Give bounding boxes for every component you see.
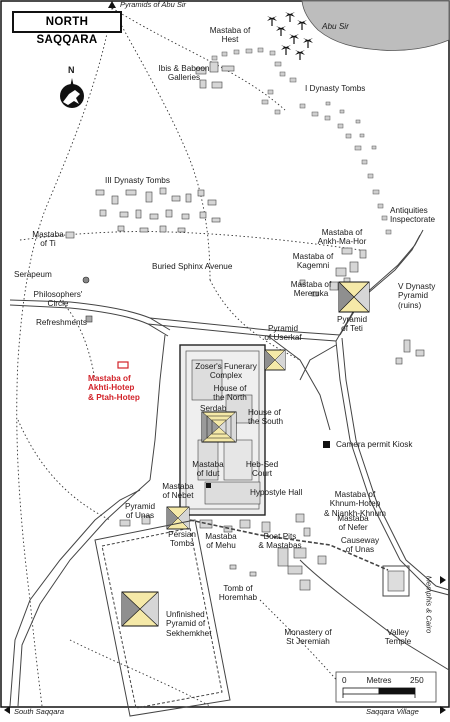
ibis-galleries-buildings: [195, 61, 235, 89]
label-persian-tombs: Persian Tombs: [168, 530, 196, 549]
philosophers-circle-marker: [82, 276, 90, 284]
label-boat-pits: Boat Pits & Mastabas: [258, 532, 302, 551]
label-iii-dynasty: III Dynasty Tombs: [105, 176, 170, 185]
label-mastaba-ti: Mastaba of Ti: [32, 230, 64, 249]
label-camera-kiosk: Camera permit Kiosk: [336, 440, 413, 449]
edge-top-label: Pyramids of Abu Sir: [120, 0, 186, 9]
label-serdab: Serdab: [200, 404, 227, 413]
roads: [9, 229, 450, 707]
label-mereruka: Mastaba of Mereruka: [290, 280, 332, 299]
label-khnum-hotep: Mastaba of Khnum-Hotep & Niankh-Khnum: [324, 490, 386, 518]
sekhemkhet-enclosure: [94, 519, 231, 717]
label-serapeum: Serapeum: [14, 270, 52, 279]
label-horemhab: Tomb of Horemhab: [218, 584, 258, 603]
scale-start: 0: [342, 676, 347, 685]
label-idut: Mastaba of Idut: [192, 460, 224, 479]
label-valley-temple: Valley Temple: [384, 628, 412, 647]
label-userkaf: Pyramid of Userkaf: [264, 324, 302, 343]
label-causeway: Causeway of Unas: [340, 536, 380, 555]
label-sphinx-avenue: Buried Sphinx Avenue: [152, 262, 233, 271]
village-arrow-icon: [440, 706, 446, 714]
label-kagemni: Mastaba of Kagemni: [292, 252, 334, 271]
label-sekhemkhet: Unfinished Pyramid of Sekhemkhet: [166, 610, 212, 638]
label-house-south: House of the South: [248, 408, 284, 427]
abu-sir-lake: [301, 0, 450, 51]
label-refreshments: Refreshments: [36, 318, 87, 327]
i-dynasty-tomb-dots: [211, 47, 392, 235]
idut-marker: [206, 483, 211, 488]
label-antiquities: Antiquities Inspectorate: [390, 206, 436, 225]
label-zoser: Zoser's Funerary Complex: [195, 362, 257, 381]
south-arrow-icon: [4, 706, 10, 714]
label-i-dynasty: I Dynasty Tombs: [305, 84, 366, 93]
pyramid-icons: [121, 281, 370, 627]
map-title: NORTH SAQQARA: [12, 11, 122, 46]
memphis-arrow-icon: [440, 576, 446, 584]
teti-mastabas: [299, 247, 425, 365]
label-ankh-ma-hor: Mastaba of Ankh-Ma-Hor: [317, 228, 367, 247]
label-nefer: Mastaba of Nefer: [337, 514, 369, 533]
compass-rose-icon: [60, 78, 84, 108]
label-mehu: Mastaba of Mehu: [205, 532, 237, 551]
valley-temple-box: [382, 565, 410, 597]
scale-bar: [335, 671, 437, 703]
south-mastabas: [119, 513, 327, 591]
akhti-hotep-marker: [117, 361, 129, 369]
label-monastery: Monastery of St Jeremiah: [284, 628, 332, 647]
compass-label: N: [68, 65, 75, 75]
label-heb-sed: Heb-Sed Court: [245, 460, 279, 479]
label-ibis-galleries: Ibis & Baboon Galleries: [158, 64, 210, 83]
label-abu-sir: Abu Sir: [322, 22, 349, 31]
camera-kiosk-marker: [323, 441, 330, 448]
edge-bottom-right-label: Saqqara Village: [366, 707, 419, 716]
label-akhti-hotep: Mastaba of Akhti-Hotep & Ptah-Hotep: [88, 374, 140, 402]
edge-bottom-left-label: South Saqqara: [14, 707, 65, 716]
label-v-dynasty: V Dynasty Pyramid (ruins): [398, 282, 436, 310]
iii-dynasty-tombs: [65, 187, 221, 239]
label-unas: Pyramid of Unas: [124, 502, 156, 521]
label-mastaba-hest: Mastaba of Hest: [209, 26, 251, 45]
scale-unit: Metres: [366, 676, 392, 685]
label-house-north: House of the North: [213, 384, 247, 403]
refreshments-marker: [85, 315, 93, 323]
palm-trees-icon: [267, 12, 313, 60]
label-hypostyle: Hypostyle Hall: [250, 488, 303, 497]
north-arrow-icon: [108, 1, 116, 8]
label-teti: Pyramid of Teti: [336, 315, 368, 334]
label-philosophers: Philosophers' Circle: [33, 290, 83, 309]
scale-end: 250: [410, 676, 424, 685]
label-nebet: Mastaba of Nebet: [162, 482, 194, 501]
edge-right-label: Memphis & Cairo: [424, 575, 434, 634]
